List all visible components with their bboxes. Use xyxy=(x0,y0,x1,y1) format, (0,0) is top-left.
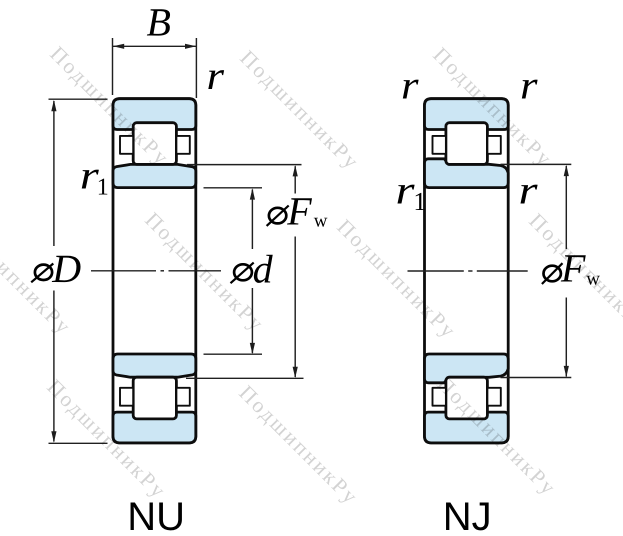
svg-text:r: r xyxy=(401,63,419,108)
svg-text:B: B xyxy=(147,0,171,45)
svg-text:r: r xyxy=(207,53,225,98)
svg-text:D: D xyxy=(51,246,81,291)
svg-text:w: w xyxy=(314,210,328,231)
svg-text:F: F xyxy=(560,245,586,290)
svg-text:d: d xyxy=(253,246,274,291)
svg-text:r: r xyxy=(519,168,539,213)
svg-text:F: F xyxy=(286,189,312,234)
svg-text:1: 1 xyxy=(413,187,426,216)
svg-text:r: r xyxy=(396,168,416,213)
svg-text:w: w xyxy=(586,269,600,290)
svg-text:r: r xyxy=(80,153,100,198)
svg-text:NU: NU xyxy=(127,495,185,536)
svg-text:r: r xyxy=(520,63,538,108)
svg-text:1: 1 xyxy=(97,175,109,201)
svg-text:NJ: NJ xyxy=(443,495,492,536)
